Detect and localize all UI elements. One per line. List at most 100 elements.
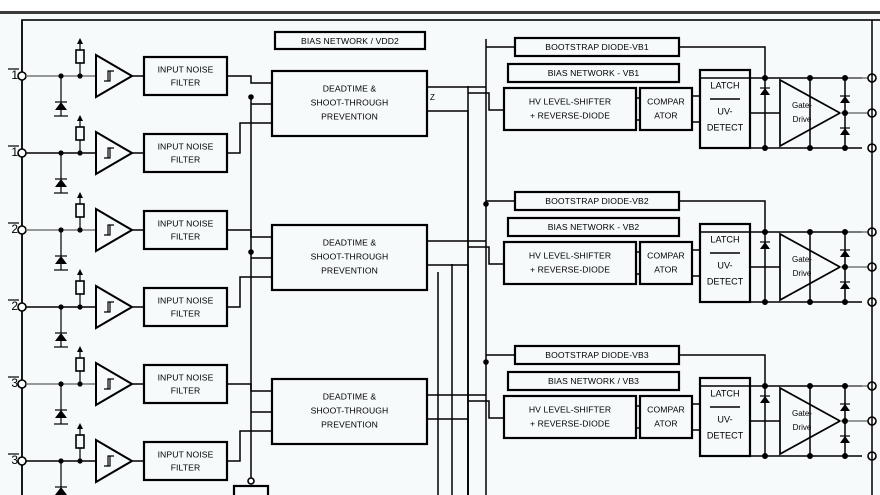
input-pin-6[interactable]: [17, 456, 27, 466]
input-noise-filter-block[interactable]: [142, 440, 229, 482]
schmitt-trigger-icon[interactable]: [95, 361, 134, 407]
input-pin-label: 1: [11, 145, 18, 159]
gate-drive-label-line2: Drive: [793, 423, 812, 432]
hv-level-shifter-block[interactable]: [502, 394, 638, 440]
pullup-resistor-icon: [75, 357, 85, 372]
zener-body-icon: [840, 436, 850, 443]
input-pin-label: 2: [11, 222, 18, 236]
or-gate-input-pin: [247, 477, 255, 485]
schmitt-trigger-icon[interactable]: [95, 207, 134, 253]
input-noise-filter-block[interactable]: [142, 55, 229, 97]
comparator-label-line2: ATOR: [654, 418, 677, 428]
uv-detect-label-line2: DETECT: [707, 276, 744, 286]
gate-drive-label-line1: Gate-: [792, 409, 812, 418]
junction-dot: [807, 229, 813, 235]
input-pin-2[interactable]: [17, 148, 27, 158]
schmitt-trigger-icon[interactable]: [95, 53, 134, 99]
comparator-block[interactable]: [638, 240, 694, 286]
schmitt-trigger-icon[interactable]: [95, 130, 134, 176]
junction-dot: [483, 201, 489, 207]
input-pin-1[interactable]: [17, 71, 27, 81]
input-noise-filter-block[interactable]: [142, 132, 229, 174]
latch-uv-detect-block[interactable]: [698, 68, 752, 150]
comparator-label-line2: ATOR: [654, 264, 677, 274]
zener-body-icon: [840, 404, 850, 411]
input-noise-filter-block[interactable]: [142, 286, 229, 328]
bias-network-block[interactable]: [506, 370, 681, 392]
latch-label: LATCH: [710, 234, 739, 244]
pullup-resistor-icon: [75, 126, 85, 141]
supply-arrow-icon: [77, 115, 83, 121]
gate-drive-label-line2: Drive: [793, 269, 812, 278]
input-noise-filter-label-line2: FILTER: [171, 308, 201, 318]
hysteresis-glyph-icon: [104, 455, 114, 467]
bootstrap-output-wire: [679, 200, 766, 232]
gate-drive-label-line1: Gate-: [792, 255, 812, 264]
uv-detect-label-line1: UV-: [717, 414, 732, 424]
junction-dot: [842, 299, 848, 305]
junction-dot: [807, 75, 813, 81]
supply-arrow-icon: [77, 269, 83, 275]
hv-level-shifter-label-line1: HV LEVEL-SHIFTER: [529, 250, 611, 260]
input-pin-5[interactable]: [17, 379, 27, 389]
gate-drive-label-line2: Drive: [793, 115, 812, 124]
hv-level-shifter-block[interactable]: [502, 240, 638, 286]
bias-network-block[interactable]: [506, 62, 681, 84]
bootstrap-diode-label: BOOTSTRAP DIODE-VB3: [545, 350, 649, 360]
gate-drive-label-line1: Gate-: [792, 101, 812, 110]
input-noise-filter-label-line1: INPUT NOISE: [158, 218, 214, 228]
input-noise-filter-label-line2: FILTER: [171, 462, 201, 472]
junction-dot: [807, 453, 813, 459]
zener-body-icon: [55, 102, 67, 110]
uv-detect-label-line2: DETECT: [707, 122, 744, 132]
zener-body-icon: [840, 96, 850, 103]
or-gate-block[interactable]: [232, 484, 270, 495]
hysteresis-glyph-icon: [104, 224, 114, 236]
zener-body-icon: [760, 242, 770, 249]
input-pin-4[interactable]: [17, 302, 27, 312]
input-noise-filter-label-line2: FILTER: [171, 154, 201, 164]
zener-body-icon: [760, 88, 770, 95]
zener-body-icon: [55, 179, 67, 187]
deadtime-shoot-through-block[interactable]: [270, 69, 429, 138]
input-noise-filter-label-line2: FILTER: [171, 231, 201, 241]
schmitt-trigger-icon[interactable]: [95, 284, 134, 330]
zener-body-icon: [840, 282, 850, 289]
supply-arrow-icon: [77, 38, 83, 44]
comparator-label-line1: COMPAR: [647, 96, 685, 106]
comparator-block[interactable]: [638, 394, 694, 440]
bias-network-block[interactable]: [506, 216, 681, 238]
input-noise-filter-block[interactable]: [142, 363, 229, 405]
junction-dot: [807, 299, 813, 305]
comparator-label-line2: ATOR: [654, 110, 677, 120]
zener-body-icon: [55, 256, 67, 264]
junction-dot: [248, 249, 254, 255]
deadtime-label-line2: SHOOT-THROUGH: [311, 97, 389, 107]
comparator-label-line1: COMPAR: [647, 250, 685, 260]
hysteresis-glyph-icon: [104, 147, 114, 159]
input-pin-3[interactable]: [17, 225, 27, 235]
latch-uv-detect-block[interactable]: [698, 222, 752, 304]
junction-dot: [842, 110, 848, 116]
input-pin-label: 3: [11, 453, 18, 467]
deadtime-input-wire-b: [227, 122, 272, 154]
bias-network-vdd2-block[interactable]: [273, 30, 427, 51]
hysteresis-glyph-icon: [104, 301, 114, 313]
input-noise-filter-block[interactable]: [142, 209, 229, 251]
input-noise-filter-label-line1: INPUT NOISE: [158, 295, 214, 305]
supply-arrow-icon: [77, 423, 83, 429]
bias-network-vdd2-label: BIAS NETWORK / VDD2: [301, 36, 399, 46]
comparator-block[interactable]: [638, 86, 694, 132]
hv-level-shifter-block[interactable]: [502, 86, 638, 132]
comparator-label-line1: COMPAR: [647, 404, 685, 414]
deadtime-label-line2: SHOOT-THROUGH: [311, 251, 389, 261]
schmitt-trigger-icon[interactable]: [95, 438, 134, 484]
